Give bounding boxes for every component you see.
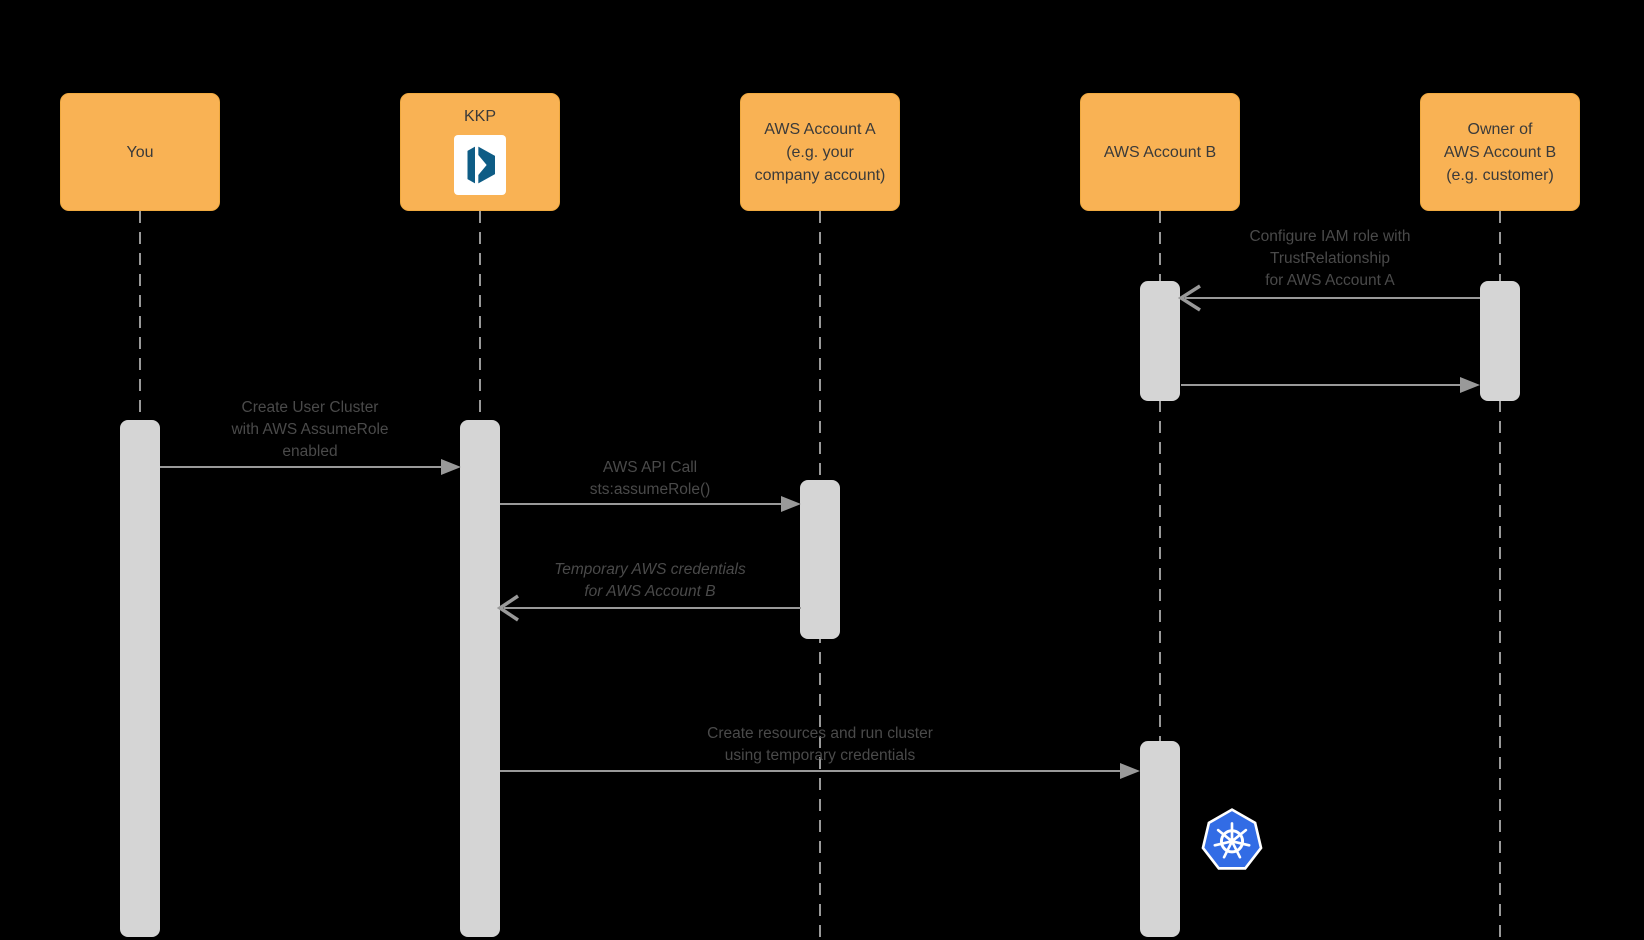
kubernetes-logo-icon [1201,808,1263,870]
activation-bar-aws-account-b-1 [1140,281,1180,401]
message-api-call: AWS API Call sts:assumeRole() [520,457,780,501]
message-line: enabled [282,443,338,460]
message-line: TrustRelationship [1269,250,1391,267]
kubermatic-logo-icon [467,146,495,184]
kubermatic-logo-panel [454,135,506,195]
message-configure-iam: Configure IAM role with TrustRelationshi… [1170,226,1490,292]
message-line: sts:assumeRole() [589,481,711,498]
message-temp-creds: Temporary AWS credentials for AWS Accoun… [490,559,810,603]
filled-arrowhead-icon [781,496,801,512]
lifeline-owner-account-b [1499,211,1501,940]
actor-box-aws-account-a: AWS Account A (e.g. your company account… [740,93,900,211]
actor-box-you: You [60,93,220,211]
message-line: using temporary credentials [724,747,916,764]
filled-arrowhead-icon [1120,763,1140,779]
actor-label: KKP [463,108,496,125]
arrow-configure-iam-line [1185,297,1480,299]
activation-bar-aws-account-b-2 [1140,741,1180,937]
message-line: with AWS AssumeRole [231,421,389,438]
arrow-temp-creds-line [504,607,801,609]
message-create-resources: Create resources and run cluster using t… [650,723,990,767]
activation-bar-kkp [460,420,500,937]
actor-label-line: company account) [754,166,886,184]
actor-label-line: AWS Account B [1443,143,1557,161]
open-arrowhead-icon [497,594,519,622]
open-arrowhead-icon [1178,284,1201,312]
filled-arrowhead-icon [1460,377,1480,393]
actor-label: You [126,143,154,161]
message-line: AWS API Call [602,459,698,476]
actor-box-kkp: KKP [400,93,560,211]
message-create-cluster: Create User Cluster with AWS AssumeRole … [180,397,440,463]
actor-box-owner-account-b: Owner of AWS Account B (e.g. customer) [1420,93,1580,211]
actor-label: AWS Account B [1103,143,1217,161]
filled-arrowhead-icon [441,459,461,475]
activation-bar-owner-account-b [1480,281,1520,401]
lifeline-aws-account-b [1159,211,1161,940]
message-line: for AWS Account A [1265,272,1395,289]
activation-bar-aws-account-a [800,480,840,639]
arrow-create-cluster-line [160,466,443,468]
message-line: Create User Cluster [241,399,379,416]
actor-label-line: (e.g. your [786,143,854,161]
actor-box-aws-account-b: AWS Account B [1080,93,1240,211]
arrow-ack-configure-line [1181,384,1462,386]
message-line: for AWS Account B [584,583,716,600]
actor-label-line: Owner of [1467,120,1533,138]
message-line: Temporary AWS credentials [554,561,746,578]
actor-label-line: AWS Account A [764,120,876,138]
actor-label-line: (e.g. customer) [1446,166,1554,184]
message-line: Configure IAM role with [1249,228,1411,245]
arrow-api-call-line [500,503,783,505]
arrow-create-resources-line [500,770,1122,772]
message-line: Create resources and run cluster [707,725,933,742]
activation-bar-you [120,420,160,937]
